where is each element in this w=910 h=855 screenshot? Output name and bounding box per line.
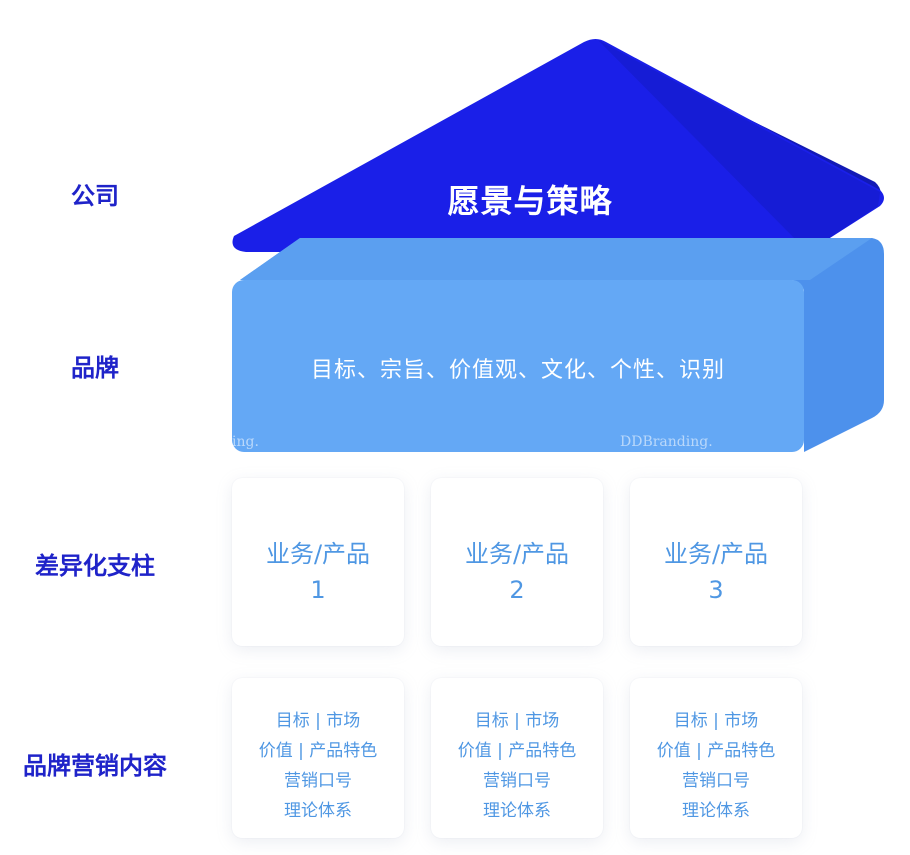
- pillar-card-3: 业务/产品 3: [630, 478, 802, 646]
- watermark-right: DDBranding.: [620, 434, 713, 450]
- pillar-text: 业务/产品 2: [431, 536, 603, 608]
- content-card-2: 目标 | 市场 价值 | 产品特色 营销口号 理论体系: [431, 678, 603, 838]
- roof-front-face: [232, 39, 884, 252]
- content-line: 目标 | 市场: [474, 711, 560, 731]
- row-label-marketing: 品牌营销内容: [23, 752, 167, 780]
- pillar-card-1: 业务/产品 1: [232, 478, 404, 646]
- pillar-number: 2: [509, 576, 525, 604]
- row-label-brand: 品牌: [71, 354, 119, 382]
- content-line: 理论体系: [284, 801, 352, 821]
- roof-shape: [232, 39, 884, 252]
- roof: 愿景与策略: [0, 0, 910, 270]
- row-label-company: 公司: [71, 182, 119, 210]
- pillar-number: 1: [310, 576, 326, 604]
- content-line: 价值 | 产品特色: [457, 741, 577, 761]
- content-line: 营销口号: [483, 771, 551, 791]
- content-line: 目标 | 市场: [275, 711, 361, 731]
- pillar-text: 业务/产品 1: [232, 536, 404, 608]
- watermark-left: ing.: [232, 434, 259, 450]
- content-line: 营销口号: [284, 771, 352, 791]
- content-line: 营销口号: [682, 771, 750, 791]
- content-lines: 目标 | 市场 价值 | 产品特色 营销口号 理论体系: [232, 706, 404, 826]
- content-lines: 目标 | 市场 价值 | 产品特色 营销口号 理论体系: [431, 706, 603, 826]
- content-line: 理论体系: [682, 801, 750, 821]
- pillar-text: 业务/产品 3: [630, 536, 802, 608]
- pillar-title: 业务/产品: [265, 540, 371, 568]
- pillar-title: 业务/产品: [663, 540, 769, 568]
- content-line: 理论体系: [483, 801, 551, 821]
- pillar-card-2: 业务/产品 2: [431, 478, 603, 646]
- pillar-number: 3: [708, 576, 724, 604]
- content-card-3: 目标 | 市场 价值 | 产品特色 营销口号 理论体系: [630, 678, 802, 838]
- brand-block: 目标、宗旨、价值观、文化、个性、识别: [232, 280, 804, 452]
- content-line: 目标 | 市场: [673, 711, 759, 731]
- pillar-title: 业务/产品: [464, 540, 570, 568]
- content-card-1: 目标 | 市场 价值 | 产品特色 营销口号 理论体系: [232, 678, 404, 838]
- content-line: 价值 | 产品特色: [656, 741, 776, 761]
- content-lines: 目标 | 市场 价值 | 产品特色 营销口号 理论体系: [630, 706, 802, 826]
- row-label-pillars: 差异化支柱: [35, 552, 155, 580]
- brand-text: 目标、宗旨、价值观、文化、个性、识别: [310, 358, 725, 383]
- content-line: 价值 | 产品特色: [258, 741, 378, 761]
- roof-title: 愿景与策略: [447, 182, 613, 220]
